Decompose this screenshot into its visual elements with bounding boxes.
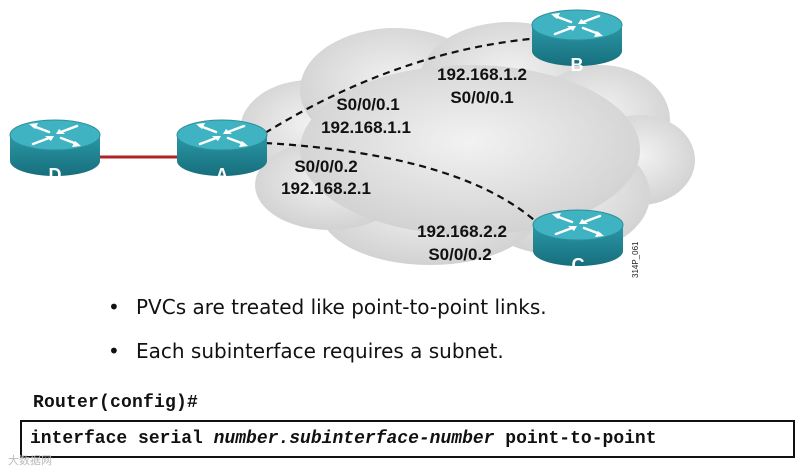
a-b-ip-label: 192.168.1.1: [321, 118, 411, 137]
watermark: 大数据网: [8, 452, 52, 468]
c-interface-label: S0/0/0.2: [428, 245, 491, 264]
command-argument: number.subinterface-number: [214, 429, 495, 449]
bullet-item: • Each subinterface requires a subnet.: [108, 336, 547, 380]
bullet-item: • PVCs are treated like point-to-point l…: [108, 292, 547, 336]
figure-code: 314P_061: [631, 241, 640, 278]
c-ip-label: 192.168.2.2: [417, 222, 507, 241]
command-syntax-box: interface serial number.subinterface-num…: [20, 420, 795, 458]
router-a[interactable]: A: [177, 120, 267, 185]
cli-prompt: Router(config)#: [33, 393, 198, 413]
b-ip-label: 192.168.1.2: [437, 65, 527, 84]
router-label-d: D: [49, 165, 62, 185]
bullet-dot: •: [108, 336, 120, 366]
command-suffix: point-to-point: [495, 429, 657, 449]
a-c-interface-label: S0/0/0.2: [294, 157, 357, 176]
router-c[interactable]: C: [533, 210, 623, 275]
command-keyword: interface serial: [30, 429, 214, 449]
b-interface-label: S0/0/0.1: [450, 88, 513, 107]
router-label-b: B: [571, 55, 584, 75]
network-diagram: D A B C S0/0/0.1 192.168.1.1 192.168.1.2…: [0, 0, 809, 290]
a-c-ip-label: 192.168.2.1: [281, 179, 371, 198]
bullet-text-pvc: PVCs are treated like point-to-point lin…: [136, 295, 547, 319]
bullet-text-subnet: Each subinterface requires a subnet.: [136, 339, 504, 363]
router-d[interactable]: D: [10, 120, 100, 185]
bullet-list: • PVCs are treated like point-to-point l…: [108, 292, 547, 380]
bullet-dot: •: [108, 292, 120, 322]
router-label-a: A: [216, 165, 229, 185]
router-label-c: C: [572, 255, 585, 275]
a-b-interface-label: S0/0/0.1: [336, 95, 399, 114]
